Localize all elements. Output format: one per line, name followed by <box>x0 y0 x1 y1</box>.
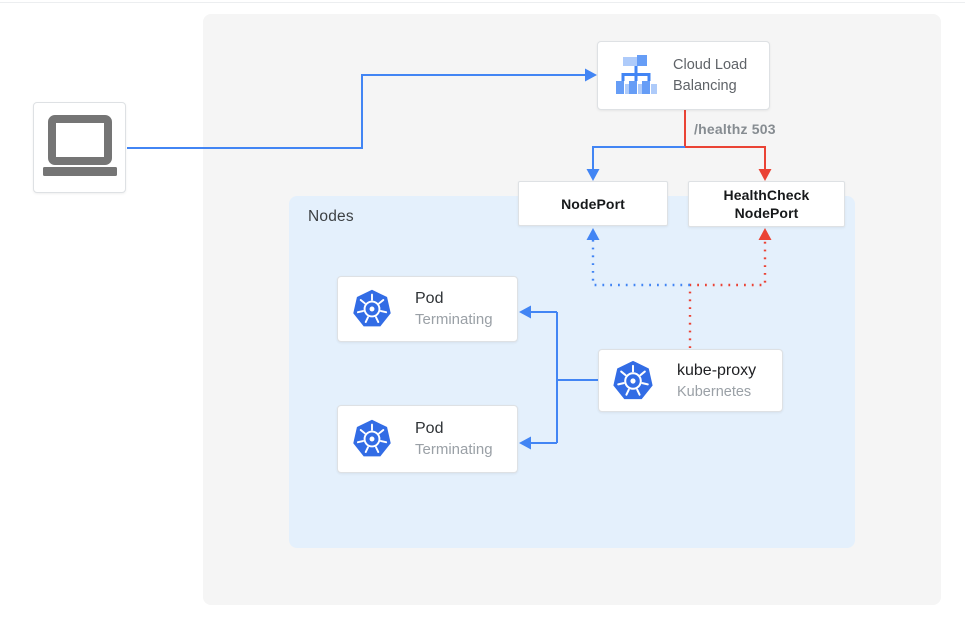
pod-status: Terminating <box>415 441 493 458</box>
client-node <box>33 102 126 193</box>
laptop-icon <box>42 114 117 176</box>
kube-proxy-subtitle: Kubernetes <box>677 383 752 400</box>
cloud-load-balancing-label: Cloud Load Balancing <box>673 56 748 94</box>
kube-proxy-node: kube-proxy Kubernetes <box>598 349 783 412</box>
kubernetes-icon <box>612 359 654 400</box>
healthcheck-nodeport-label: HealthCheck NodePort <box>723 187 810 221</box>
kubernetes-icon <box>352 288 392 328</box>
nodeport-label: NodePort <box>561 195 625 212</box>
page-top-divider <box>0 2 965 3</box>
pod-title: Pod <box>415 420 444 437</box>
pod-node-top: Pod Terminating <box>337 276 518 342</box>
healthcheck-nodeport-node: HealthCheck NodePort <box>688 181 845 227</box>
kubernetes-icon <box>352 418 392 458</box>
kube-proxy-title: kube-proxy <box>677 361 757 379</box>
pod-status: Terminating <box>415 311 493 328</box>
healthz-503-label: /healthz 503 <box>694 121 776 137</box>
nodes-panel-label: Nodes <box>308 208 354 225</box>
pod-title: Pod <box>415 290 444 307</box>
nodeport-node: NodePort <box>518 181 668 226</box>
cloud-load-balancing-node: Cloud Load Balancing <box>597 41 770 110</box>
load-balancer-icon <box>616 54 657 94</box>
pod-node-bottom: Pod Terminating <box>337 405 518 473</box>
